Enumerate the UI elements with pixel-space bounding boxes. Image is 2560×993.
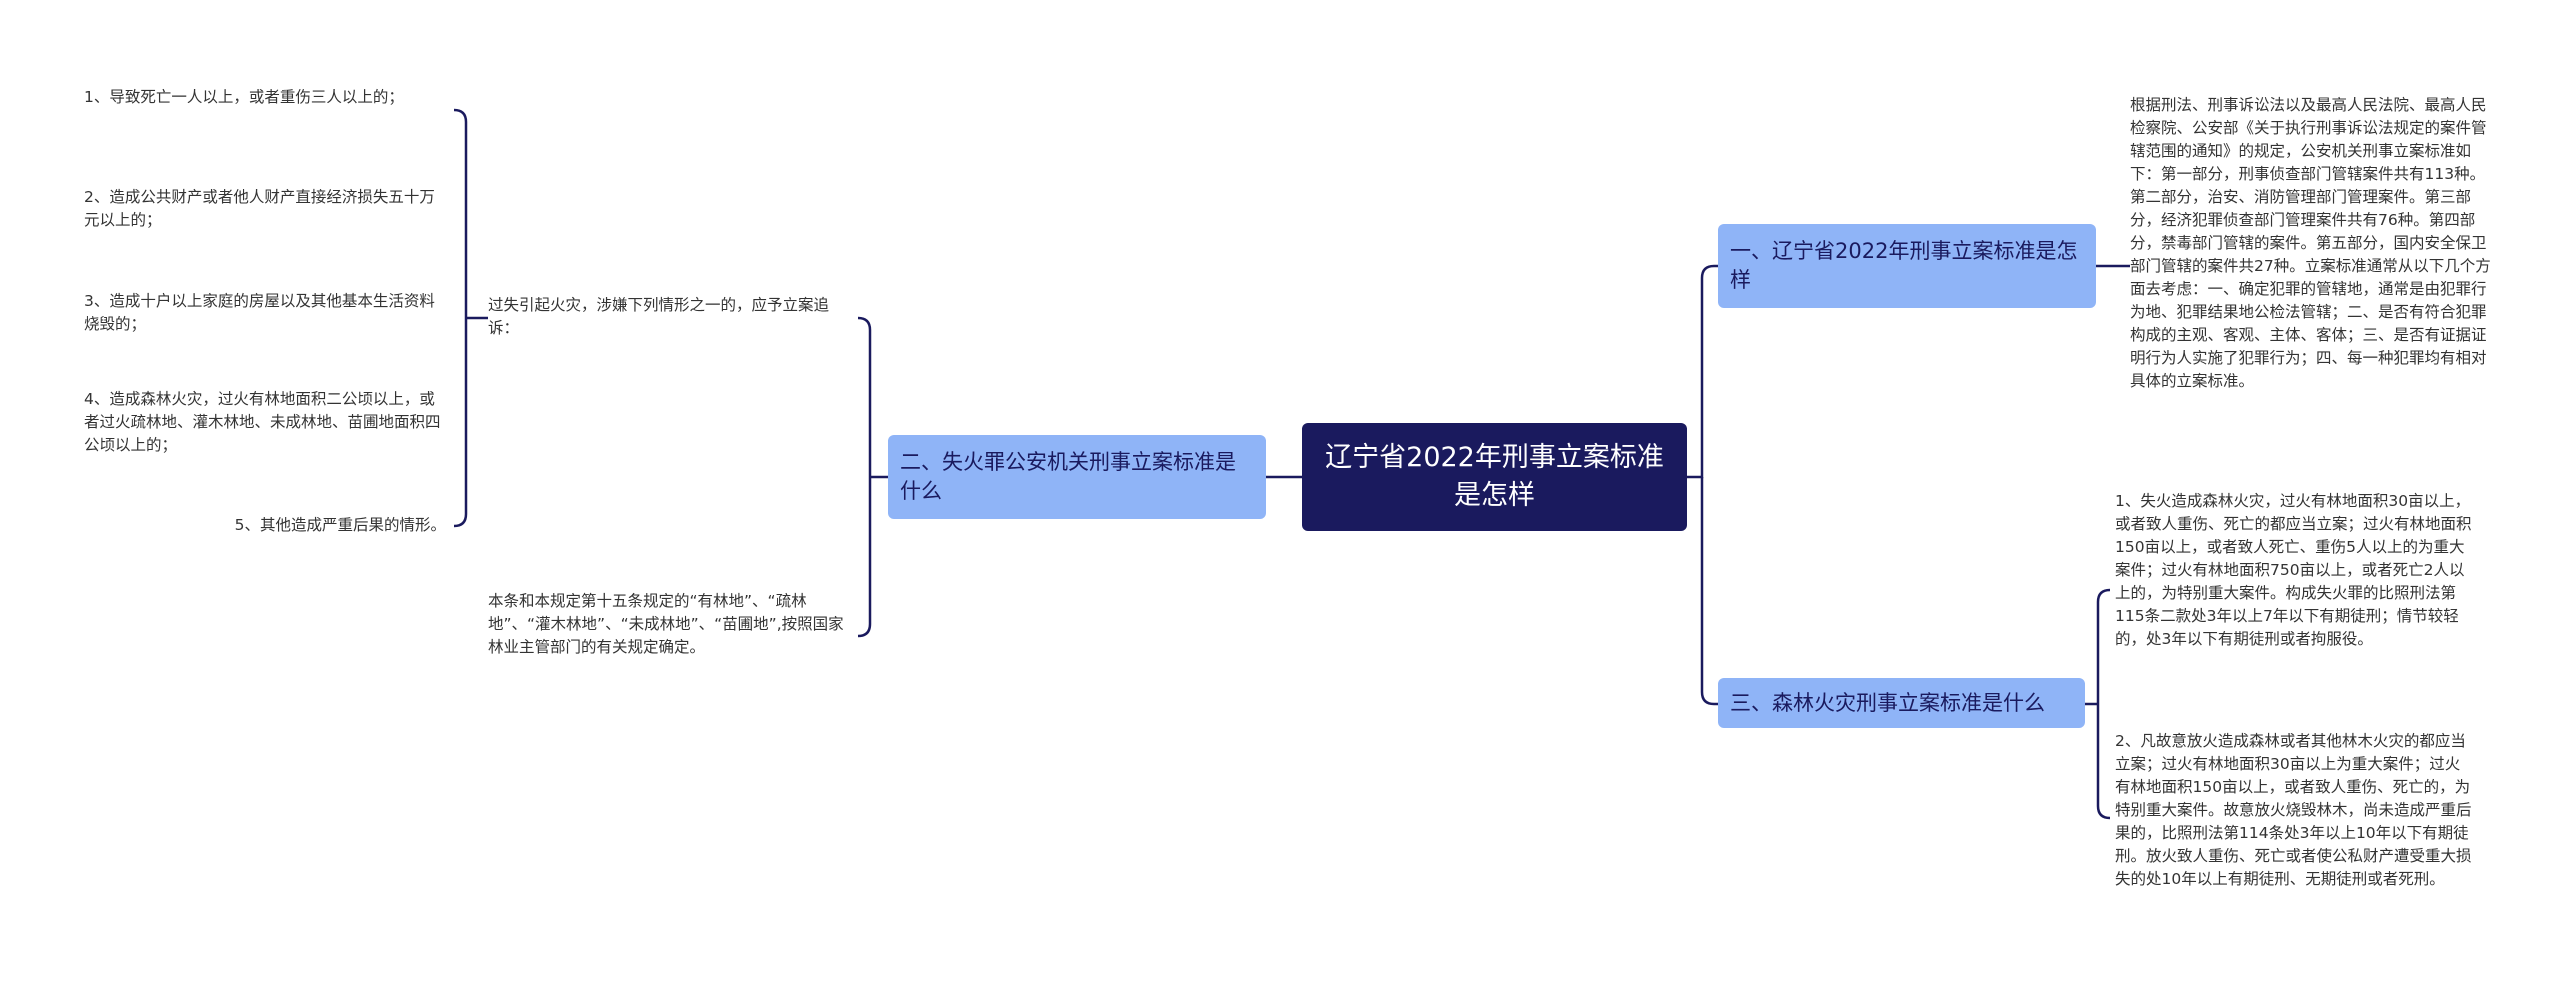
leaf-b2-note[interactable]: 本条和本规定第十五条规定的“有林地”、“疏林地”、“灌木林地”、“未成林地”、“… — [488, 592, 844, 656]
connector-b2-children — [857, 316, 888, 638]
connector-root-b3 — [1700, 477, 1718, 706]
leaf-b2-item-2[interactable]: 2、造成公共财产或者他人财产直接经济损失五十万元以上的； — [84, 188, 435, 229]
leaf-b3-item-1[interactable]: 1、失火造成森林火灾，过火有林地面积30亩以上，或者致人重伤、死亡的都应当立案；… — [2115, 492, 2472, 648]
connector-intro-items — [453, 108, 488, 528]
leaf-b2-item-4[interactable]: 4、造成森林火灾，过火有林地面积二公顷以上，或者过火疏林地、灌木林地、未成林地、… — [84, 390, 441, 454]
leaf-b2-item-1[interactable]: 1、导致死亡一人以上，或者重伤三人以上的； — [84, 88, 404, 106]
leaf-b3-item-2[interactable]: 2、凡故意放火造成森林或者其他林木火灾的都应当立案；过火有林地面积30亩以上为重… — [2115, 732, 2472, 888]
branch-topic-3[interactable]: 三、森林火灾刑事立案标准是什么 — [1718, 678, 2085, 728]
connector-b3-items — [2085, 588, 2111, 820]
branch-topic-1[interactable]: 一、辽宁省2022年刑事立案标准是怎样 — [1718, 224, 2096, 308]
leaf-b2-item-5[interactable]: 5、其他造成严重后果的情形。 — [234, 516, 446, 534]
central-topic[interactable]: 辽宁省2022年刑事立案标准是怎样 — [1302, 423, 1687, 531]
leaf-b2-item-3[interactable]: 3、造成十户以上家庭的房屋以及其他基本生活资料烧毁的； — [84, 292, 435, 333]
leaf-b1-text[interactable]: 根据刑法、刑事诉讼法以及最高人民法院、最高人民检察院、公安部《关于执行刑事诉讼法… — [2130, 96, 2491, 390]
branch-topic-2[interactable]: 二、失火罪公安机关刑事立案标准是什么 — [888, 435, 1266, 519]
connector-root-b1 — [1687, 264, 1718, 479]
leaf-b2-intro[interactable]: 过失引起火灾，涉嫌下列情形之一的，应予立案追诉： — [488, 296, 830, 337]
